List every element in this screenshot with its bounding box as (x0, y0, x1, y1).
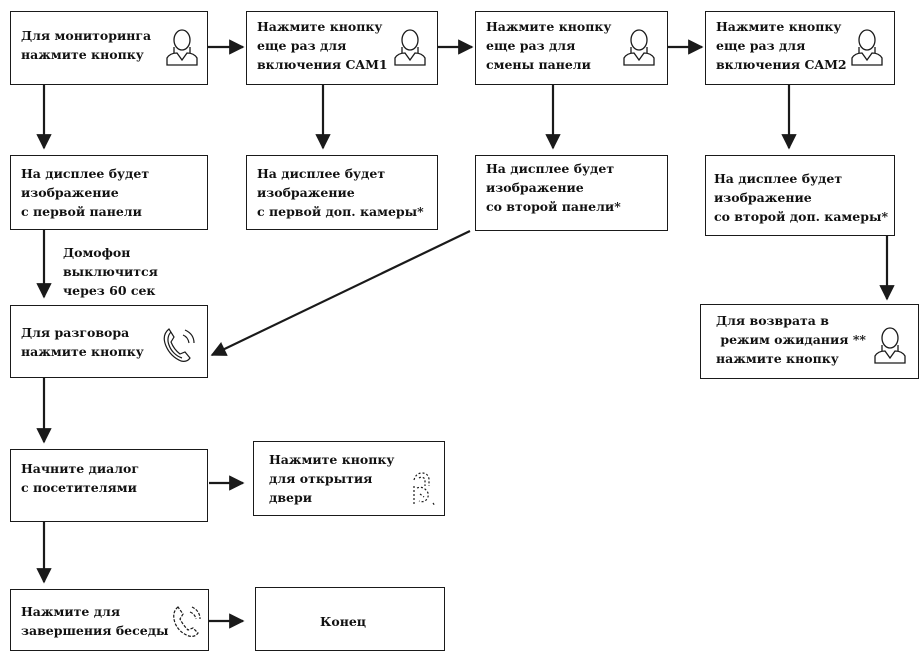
box-end: Конец (255, 587, 445, 651)
box-talk: Для разговора нажмите кнопку (10, 305, 208, 378)
person-icon (166, 29, 198, 66)
box-display-first-cam-text: На дисплее будет изображение с первой до… (257, 166, 424, 219)
box-cam1: Нажмите кнопку еще раз для включения CAM… (246, 11, 438, 85)
box-end-text: Конец (320, 614, 367, 629)
timeout-label: Домофон выключится через 60 сек (63, 245, 158, 298)
box-open-door: Нажмите кнопку для открытия двери (253, 441, 445, 516)
box-cam2: Нажмите кнопку еще раз для включения CAM… (705, 11, 895, 85)
handset-end-icon (173, 606, 201, 637)
box-display-first-cam: На дисплее будет изображение с первой до… (246, 155, 438, 230)
person-icon (874, 327, 906, 364)
person-icon (623, 29, 655, 66)
person-icon (851, 29, 883, 66)
box-open-door-text: Нажмите кнопку для открытия двери (269, 452, 395, 505)
box-monitor-text: Для мониторинга нажмите кнопку (21, 28, 152, 62)
key-hand-icon (413, 472, 436, 507)
box-display-first-panel: На дисплее будет изображение с первой па… (10, 155, 208, 230)
box-standby-text: Для возврата в режим ожидания ** нажмите… (716, 313, 866, 366)
box-cam1-text: Нажмите кнопку еще раз для включения CAM… (257, 19, 388, 72)
box-monitor: Для мониторинга нажмите кнопку (10, 11, 208, 85)
arrow-second-panel-to-talk (210, 230, 471, 356)
box-cam2-text: Нажмите кнопку еще раз для включения CAM… (716, 19, 847, 72)
box-display-second-panel: На дисплее будет изображение со второй п… (475, 155, 668, 231)
box-end-call-text: Нажмите для завершения беседы (21, 604, 169, 638)
box-display-second-panel-text: На дисплее будет изображение со второй п… (486, 161, 621, 214)
box-end-call: Нажмите для завершения беседы (10, 589, 209, 651)
box-talk-text: Для разговора нажмите кнопку (21, 325, 144, 359)
box-display-first-panel-text: На дисплее будет изображение с первой па… (21, 166, 150, 219)
box-display-second-cam: На дисплее будет изображение со второй д… (705, 155, 895, 236)
box-switch-panel: Нажмите кнопку еще раз для смены панели (475, 11, 668, 85)
box-dialog: Начните диалог с посетителями (10, 449, 208, 522)
person-icon (394, 29, 426, 66)
handset-icon (163, 328, 195, 362)
box-display-second-cam-text: На дисплее будет изображение со второй д… (714, 171, 889, 224)
box-dialog-text: Начните диалог с посетителями (21, 461, 140, 495)
box-standby: Для возврата в режим ожидания ** нажмите… (700, 304, 919, 379)
box-switch-panel-text: Нажмите кнопку еще раз для смены панели (486, 19, 612, 72)
